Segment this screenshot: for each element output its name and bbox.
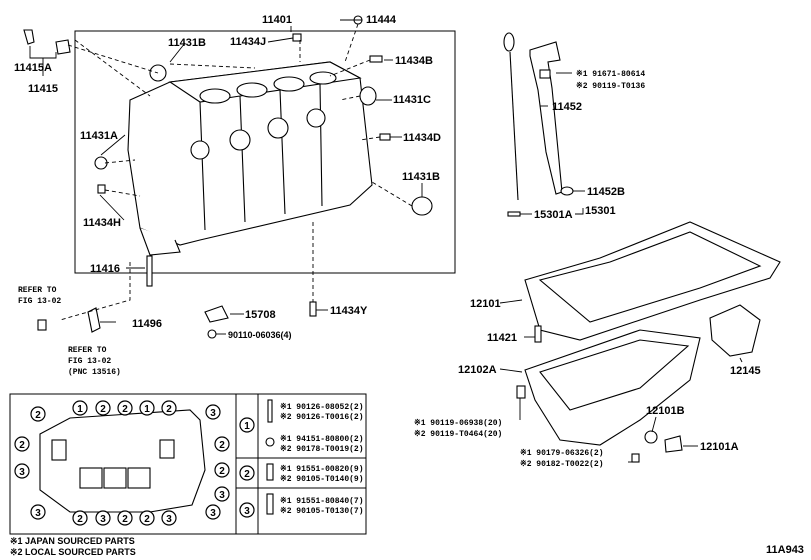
svg-text:11431A: 11431A	[80, 130, 118, 142]
leader-lines	[99, 19, 423, 335]
svg-text:11496: 11496	[132, 318, 162, 330]
bolt-table: 1 2 3 ※1 90126-08052(2) ※2 90126-T0016(2…	[235, 393, 367, 535]
svg-text:11401: 11401	[262, 14, 292, 26]
svg-text:11416: 11416	[90, 263, 120, 275]
svg-text:※2 90182-T0022(2): ※2 90182-T0022(2)	[520, 459, 604, 469]
svg-text:3: 3	[100, 514, 106, 525]
footnote-local: ※2 LOCAL SOURCED PARTS	[10, 547, 136, 557]
svg-text:REFER TO: REFER TO	[68, 346, 107, 355]
svg-text:3: 3	[210, 508, 216, 519]
svg-text:12102A: 12102A	[458, 364, 497, 376]
svg-text:2: 2	[219, 466, 225, 477]
svg-text:2: 2	[77, 514, 83, 525]
svg-text:11434J: 11434J	[230, 36, 266, 48]
cylinder-block-illustration	[127, 61, 373, 256]
svg-text:11415A: 11415A	[14, 62, 52, 74]
svg-text:2: 2	[19, 440, 25, 451]
svg-text:※1 91551-00820(9): ※1 91551-00820(9)	[280, 464, 364, 474]
block-frame	[74, 30, 456, 274]
svg-text:3: 3	[19, 467, 25, 478]
svg-text:FIG 13-02: FIG 13-02	[68, 357, 111, 366]
svg-text:11452: 11452	[552, 101, 582, 113]
svg-text:15301A: 15301A	[534, 209, 573, 221]
svg-text:2: 2	[166, 404, 172, 415]
bolt-pattern-windows	[51, 439, 175, 489]
figure-id: 11A943	[766, 544, 804, 556]
svg-text:12101B: 12101B	[646, 405, 685, 417]
svg-text:※2 90105-T0130(7): ※2 90105-T0130(7)	[280, 506, 364, 516]
svg-text:11431B: 11431B	[168, 37, 206, 49]
svg-text:※1 90119-06938(20): ※1 90119-06938(20)	[414, 418, 502, 428]
svg-text:3: 3	[35, 508, 41, 519]
svg-text:12145: 12145	[730, 365, 761, 377]
svg-text:2: 2	[122, 404, 128, 415]
footnote-japan: ※1 JAPAN SOURCED PARTS	[10, 536, 135, 546]
svg-text:11421: 11421	[487, 332, 517, 344]
svg-text:3: 3	[210, 408, 216, 419]
svg-text:2: 2	[100, 404, 106, 415]
svg-text:※1 91671-80614: ※1 91671-80614	[576, 69, 645, 79]
refer-notes: REFER TO FIG 13-02 REFER TO FIG 13-02 (P…	[18, 286, 121, 377]
bolt-notes: ※1 91671-80614 ※2 90119-T0136 ※1 90119-0…	[414, 69, 645, 469]
svg-text:11415: 11415	[28, 83, 58, 95]
svg-text:2: 2	[219, 440, 225, 451]
svg-text:REFER TO: REFER TO	[18, 286, 57, 295]
svg-text:※2 90105-T0140(9): ※2 90105-T0140(9)	[280, 474, 364, 484]
svg-text:※1 91551-80840(7): ※1 91551-80840(7)	[280, 496, 364, 506]
svg-text:※2 90119-T0464(20): ※2 90119-T0464(20)	[414, 429, 502, 439]
dipstick-illustration	[503, 32, 585, 217]
svg-text:※2 90126-T0016(2): ※2 90126-T0016(2)	[280, 412, 364, 422]
svg-text:※2 90119-T0136: ※2 90119-T0136	[576, 81, 645, 91]
svg-text:11434H: 11434H	[83, 217, 121, 229]
svg-text:FIG 13-02: FIG 13-02	[18, 297, 61, 306]
svg-text:(PNC 13516): (PNC 13516)	[68, 368, 121, 377]
svg-text:15708: 15708	[245, 309, 276, 321]
svg-text:※2 90178-T0019(2): ※2 90178-T0019(2)	[280, 444, 364, 454]
svg-text:3: 3	[166, 514, 172, 525]
svg-text:12101A: 12101A	[700, 441, 739, 453]
bolt-pattern-pan	[39, 409, 206, 513]
svg-text:1: 1	[77, 404, 83, 415]
svg-text:1: 1	[144, 404, 150, 415]
svg-text:2: 2	[244, 469, 250, 480]
svg-text:2: 2	[122, 514, 128, 525]
svg-text:※1 94151-80800(2): ※1 94151-80800(2)	[280, 434, 364, 444]
svg-text:2: 2	[144, 514, 150, 525]
svg-text:3: 3	[244, 506, 250, 517]
svg-text:1: 1	[244, 421, 250, 432]
callout-circles: 2 1 2 2 1 2 3 2 2 3 2 3 3 2 3 2 2 3 3	[14, 400, 230, 526]
svg-text:※1 90126-08052(2): ※1 90126-08052(2)	[280, 402, 364, 412]
svg-text:11444: 11444	[366, 14, 397, 26]
svg-text:90110-06036(4): 90110-06036(4)	[228, 330, 292, 340]
dashed-leaders	[59, 23, 413, 321]
svg-text:11434Y: 11434Y	[330, 305, 368, 317]
svg-text:2: 2	[35, 410, 41, 421]
svg-text:11452B: 11452B	[587, 186, 625, 198]
svg-text:※1 90179-06326(2): ※1 90179-06326(2)	[520, 448, 604, 458]
svg-text:11431C: 11431C	[393, 94, 431, 106]
part-labels: 11401 11444 11431B 11434J 11434B 11431C …	[14, 14, 761, 453]
svg-text:3: 3	[219, 490, 225, 501]
svg-text:11434B: 11434B	[395, 55, 433, 67]
svg-text:11431B: 11431B	[402, 171, 440, 183]
svg-text:11434D: 11434D	[403, 132, 441, 144]
svg-text:15301: 15301	[585, 205, 616, 217]
svg-text:12101: 12101	[470, 298, 501, 310]
oil-pan-illustration	[499, 221, 781, 463]
